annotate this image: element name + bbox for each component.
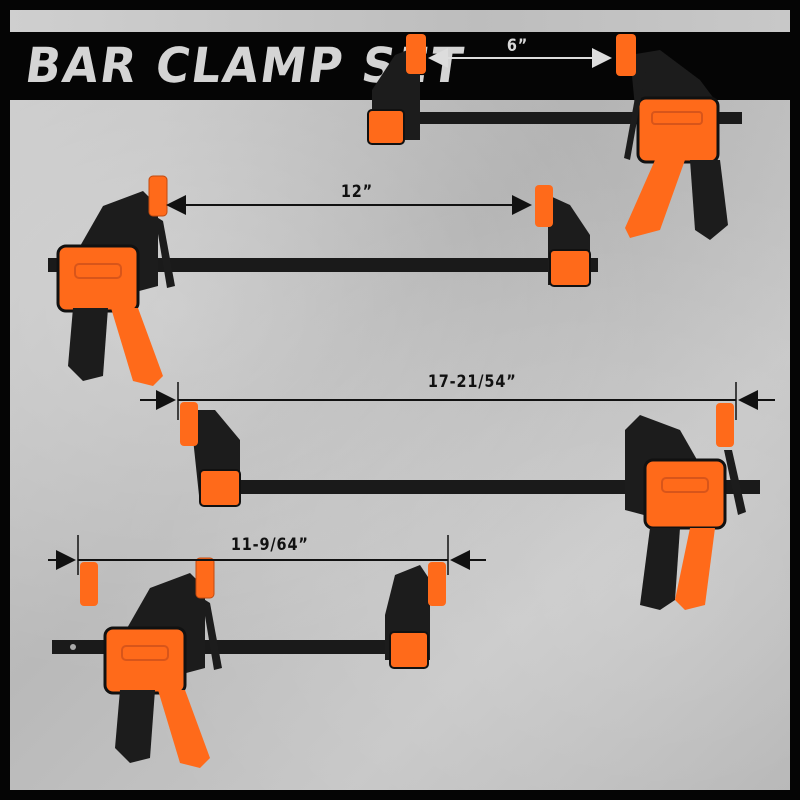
top-concrete-strip: [10, 10, 790, 32]
dimension-label-12: 12”: [340, 182, 374, 202]
dimension-label-11: 11-9/64”: [230, 535, 309, 555]
clamp-17-inch: [140, 382, 775, 610]
clamp-12-inch: [48, 174, 598, 388]
clamp-6-inch: [367, 34, 742, 240]
dimension-label-6: 6”: [506, 36, 529, 56]
dimension-label-17: 17-21/54”: [427, 372, 517, 392]
clamp-11-inch: [48, 535, 486, 770]
